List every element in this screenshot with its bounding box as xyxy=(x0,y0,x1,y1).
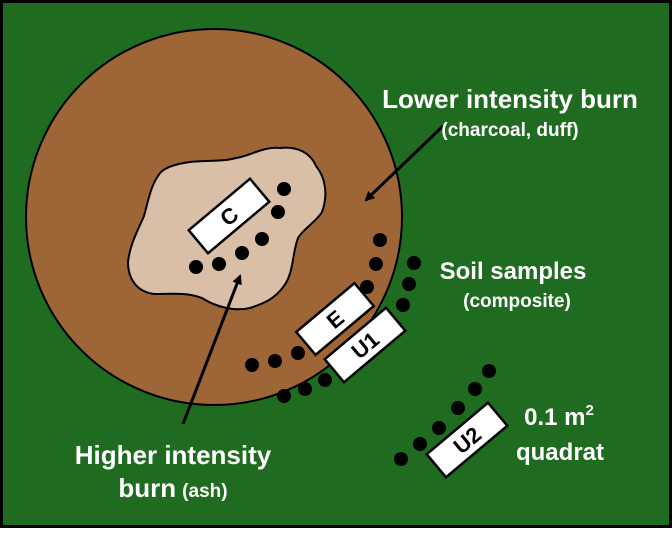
soil-sample-dot xyxy=(291,346,305,360)
soil-sample-dot xyxy=(468,382,482,396)
quadrat-e: E xyxy=(294,281,376,357)
soil-sample-dot xyxy=(298,382,312,396)
quadrat-label: quadrat xyxy=(516,439,604,466)
quadrat-c: C xyxy=(186,177,272,255)
higher-intensity-title: Higher intensity xyxy=(75,440,272,470)
soil-sample-dot xyxy=(394,452,408,466)
soil-sample-dot xyxy=(318,373,332,387)
soil-samples-subtitle: (composite) xyxy=(463,291,571,312)
soil-sample-dot xyxy=(271,205,285,219)
soil-sample-dot xyxy=(245,358,259,372)
higher-intensity-burn-word: burn xyxy=(118,473,176,503)
quadrat-size-title: 0.1 m2 xyxy=(524,402,594,431)
soil-sample-dots xyxy=(189,182,496,466)
soil-sample-dot xyxy=(277,182,291,196)
quadrat-size-value: 0.1 m xyxy=(524,404,585,431)
soil-sample-dot xyxy=(451,401,465,415)
soil-sample-dot xyxy=(235,246,249,260)
higher-intensity-ash-note: (ash) xyxy=(182,481,227,502)
soil-sample-dot xyxy=(277,389,291,403)
soil-sample-dot xyxy=(413,437,427,451)
lower-intensity-title: Lower intensity burn xyxy=(382,84,638,114)
soil-sample-dot xyxy=(402,277,416,291)
soil-sample-dot xyxy=(212,257,226,271)
arrow-higher-intensity xyxy=(181,274,242,425)
arrow-lower-intensity xyxy=(364,124,445,202)
soil-sample-dot xyxy=(360,280,374,294)
soil-sample-dot xyxy=(189,260,203,274)
soil-sample-dot xyxy=(432,421,446,435)
soil-sample-dot xyxy=(396,298,410,312)
soil-sample-dot xyxy=(369,257,383,271)
soil-sample-dot xyxy=(268,354,282,368)
soil-sample-dot xyxy=(407,256,421,270)
soil-sample-dot xyxy=(482,364,496,378)
higher-intensity-subtitle: burn (ash) xyxy=(118,473,227,503)
soil-sample-dot xyxy=(255,232,269,246)
lower-intensity-subtitle: (charcoal, duff) xyxy=(441,120,578,141)
soil-sample-dot xyxy=(373,233,387,247)
quadrat-size-exponent: 2 xyxy=(586,402,594,419)
soil-samples-title: Soil samples xyxy=(440,258,587,285)
